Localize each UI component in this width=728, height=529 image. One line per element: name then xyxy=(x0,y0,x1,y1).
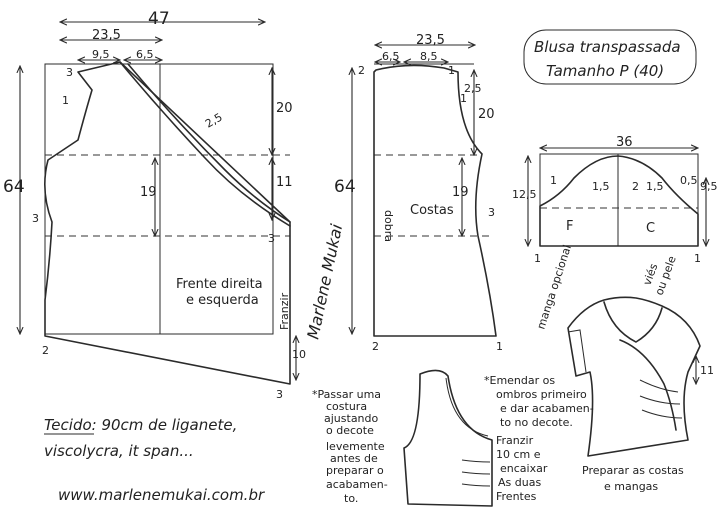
svg-text:costura: costura xyxy=(326,400,367,413)
back-piece: 23,5 6,5 8,5 2 1 1 2,5 64 20 19 dobra Co… xyxy=(334,33,503,353)
sleeve-outline xyxy=(539,155,699,247)
back-fold-label: dobra xyxy=(382,210,395,242)
sleeve-m15b: 1,5 xyxy=(646,180,664,193)
front-half-label: 23,5 xyxy=(92,28,121,43)
svg-text:levemente: levemente xyxy=(326,440,385,453)
front-shoulder-drop: 3 xyxy=(66,66,73,79)
fabric-line-1: Tecido: 90cm de liganete, xyxy=(44,416,237,434)
garment-illustration: manga opcional viés ou pele 11 Preparar … xyxy=(534,243,714,493)
svg-text:e dar acabamen-: e dar acabamen- xyxy=(500,402,594,415)
svg-text:Frentes: Frentes xyxy=(496,490,537,503)
fabric-line-2: viscolycra, it span... xyxy=(44,442,194,460)
front-franzir: Franzir xyxy=(278,292,291,330)
svg-text:ajustando: ajustando xyxy=(324,412,379,425)
svg-text:to no decote.: to no decote. xyxy=(500,416,573,429)
back-armhole-1: 1 xyxy=(460,92,467,105)
back-armhole-depth: 20 xyxy=(478,107,495,122)
sleeve-width-label: 36 xyxy=(616,135,633,150)
sleeve-right-height: 9,5 xyxy=(700,180,718,193)
front-piece: 47 23,5 9,5 6,5 3 1 2,5 64 20 19 11 3 3 … xyxy=(3,9,306,401)
title-block: Blusa transpassada Tamanho P (40) xyxy=(523,29,697,85)
svg-text:*Emendar os: *Emendar os xyxy=(484,374,555,387)
sleeve-left-height: 12,5 xyxy=(512,188,537,201)
svg-text:ombros primeiro: ombros primeiro xyxy=(496,388,587,401)
back-right-3: 3 xyxy=(488,206,495,219)
front-armhole-side: 1 xyxy=(62,94,69,107)
back-piece-label: Costas xyxy=(410,203,454,218)
svg-text:10 cm e: 10 cm e xyxy=(496,448,541,461)
sleeve-frame xyxy=(539,153,699,247)
sleeve-m15a: 1,5 xyxy=(592,180,610,193)
front-outline xyxy=(44,61,291,385)
back-bottom-2: 2 xyxy=(372,340,379,353)
note-middle: *Emendar os ombros primeiro e dar acabam… xyxy=(484,374,594,429)
back-neck-width: 8,5 xyxy=(420,50,438,63)
garment-caption-2: e mangas xyxy=(604,480,658,493)
sleeve-m1: 1 xyxy=(550,174,557,187)
back-top-2: 2 xyxy=(358,64,365,77)
title-line-2: Tamanho P (40) xyxy=(546,62,664,80)
sleeve-bottom-1a: 1 xyxy=(534,252,541,265)
front-side-3: 3 xyxy=(32,212,39,225)
front-height-label: 64 xyxy=(3,177,25,197)
front-piece-label-1: Frente direita xyxy=(176,277,263,292)
garment-caption-1: Preparar as costas xyxy=(582,464,684,477)
sleeve-m05: 0,5 xyxy=(680,174,698,187)
svg-text:to.: to. xyxy=(344,492,358,505)
title-bubble xyxy=(523,29,697,85)
sleeve-piece: 36 12,5 9,5 1 1,5 2 1,5 0,5 F C 1 1 xyxy=(512,135,718,265)
front-bottom-2: 2 xyxy=(42,344,49,357)
front-piece-label-2: e esquerda xyxy=(186,293,259,308)
note-gather: Franzir 10 cm e encaixar As duas Frentes xyxy=(496,434,548,503)
sleeve-front-label: F xyxy=(566,219,573,234)
svg-text:o decote: o decote xyxy=(326,424,374,437)
back-height-label: 64 xyxy=(334,177,356,197)
back-armhole-25: 2,5 xyxy=(464,82,482,95)
svg-text:antes de: antes de xyxy=(330,452,378,465)
front-bottom-3: 3 xyxy=(276,388,283,401)
front-neck-right-label: 6,5 xyxy=(136,48,154,61)
sleeve-back-label: C xyxy=(646,221,655,236)
front-right-11: 11 xyxy=(276,175,293,190)
neckline-detail xyxy=(403,369,493,507)
back-neck-left: 6,5 xyxy=(382,50,400,63)
front-waist-depth: 19 xyxy=(140,185,157,200)
back-bottom-1: 1 xyxy=(496,340,503,353)
svg-text:encaixar: encaixar xyxy=(500,462,548,475)
svg-text:As duas: As duas xyxy=(498,476,541,489)
svg-text:preparar o: preparar o xyxy=(326,464,384,477)
front-bottom-10: 10 xyxy=(292,348,306,361)
garment-outline xyxy=(567,296,701,457)
sleeve-m2: 2 xyxy=(632,180,639,193)
front-width-label: 47 xyxy=(148,9,170,29)
svg-text:acabamen-: acabamen- xyxy=(326,478,388,491)
svg-text:*Passar uma: *Passar uma xyxy=(312,388,381,401)
front-armhole-depth: 20 xyxy=(276,101,293,116)
garment-dim-11: 11 xyxy=(700,364,714,377)
back-waist-depth: 19 xyxy=(452,185,469,200)
front-neck-label: 9,5 xyxy=(92,48,110,61)
back-outline xyxy=(373,64,497,337)
front-right-3: 3 xyxy=(268,232,275,245)
note-left: *Passar uma costura ajustando o decote l… xyxy=(312,388,388,505)
sleeve-bottom-1b: 1 xyxy=(694,252,701,265)
front-diag-seam: 2,5 xyxy=(203,111,225,131)
website: www.marlenemukai.com.br xyxy=(58,486,265,504)
signature: Marlene Mukai xyxy=(303,222,346,341)
title-line-1: Blusa transpassada xyxy=(534,38,681,56)
back-width-label: 23,5 xyxy=(416,33,445,48)
svg-text:Franzir: Franzir xyxy=(496,434,534,447)
